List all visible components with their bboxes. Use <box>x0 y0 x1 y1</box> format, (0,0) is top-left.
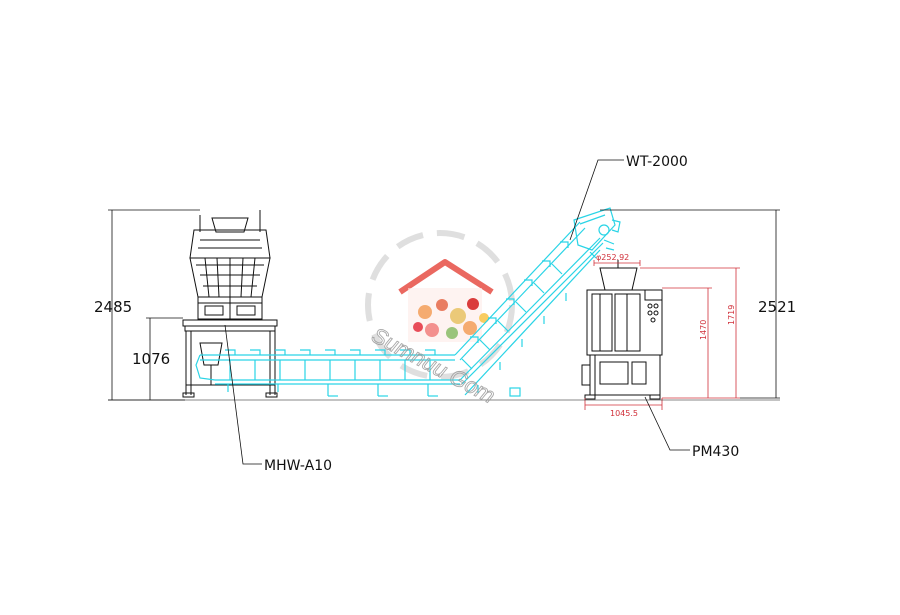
packer-model-label: PM430 <box>692 444 739 460</box>
packer-width-label: 1045.5 <box>610 409 638 418</box>
packer-inner-height-label: 1470 <box>699 320 708 340</box>
horizontal-buckets <box>225 349 438 397</box>
watermark-logo <box>365 230 515 380</box>
hopper-diameter-label: φ252.92 <box>596 253 629 262</box>
weigher-model-label: MHW-A10 <box>264 458 332 474</box>
inclined-buckets <box>461 241 569 397</box>
bucket-conveyor <box>195 207 621 397</box>
weigher-platform-height-label: 1076 <box>132 350 170 368</box>
packer-outer-height-label: 1719 <box>727 305 736 325</box>
weigher-total-height-label: 2485 <box>94 298 132 316</box>
packing-machine <box>581 260 663 400</box>
black-dimension-lines <box>108 159 780 465</box>
elevator-model-label: WT-2000 <box>626 154 688 170</box>
multihead-weigher <box>182 210 278 398</box>
elevator-total-height-label: 2521 <box>758 298 796 316</box>
